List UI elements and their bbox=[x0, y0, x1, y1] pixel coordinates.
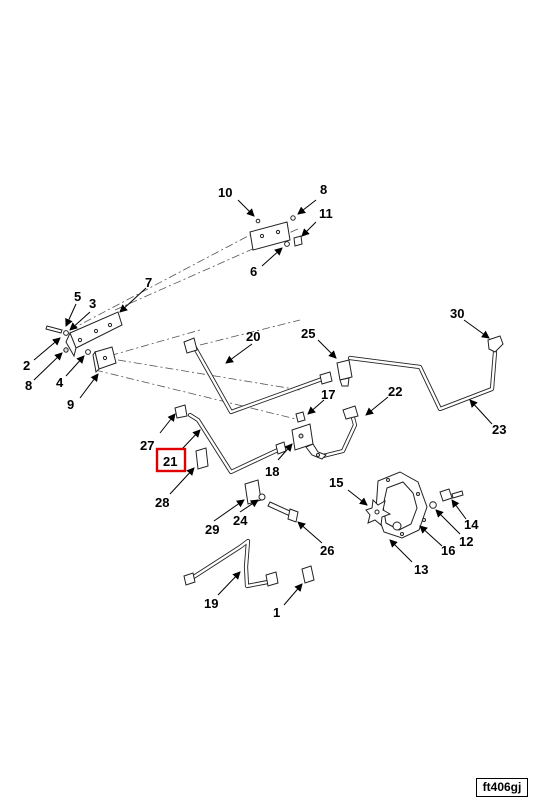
callout-5: 5 bbox=[74, 289, 81, 304]
brake-tube-20 bbox=[183, 337, 333, 415]
callout-3: 3 bbox=[89, 296, 96, 311]
callout-18: 18 bbox=[265, 464, 279, 479]
callout-10: 10 bbox=[218, 185, 232, 200]
callout-26: 26 bbox=[320, 543, 334, 558]
callout-8-left: 8 bbox=[25, 378, 32, 393]
bolt-26 bbox=[267, 501, 299, 523]
callout-14: 14 bbox=[464, 517, 479, 532]
callout-12: 12 bbox=[459, 534, 473, 549]
callout-29: 29 bbox=[205, 522, 219, 537]
elbow-fitting-30 bbox=[487, 335, 504, 353]
callout-13: 13 bbox=[414, 562, 428, 577]
star-gasket-15 bbox=[365, 498, 392, 526]
block-29 bbox=[244, 479, 262, 505]
brake-tube-22 bbox=[320, 405, 359, 459]
figure-id-label: ft406gj bbox=[476, 778, 528, 797]
callout-17: 17 bbox=[321, 387, 335, 402]
washers-12-13 bbox=[392, 501, 437, 531]
callout-labels: 10 8 11 6 7 5 3 2 8 4 9 20 25 30 22 23 1… bbox=[23, 182, 506, 620]
leader-lines bbox=[33, 199, 493, 606]
callout-16: 16 bbox=[441, 543, 455, 558]
bracket-hardware bbox=[45, 325, 91, 355]
bolt-14 bbox=[439, 488, 464, 502]
brake-tube-23 bbox=[347, 349, 498, 412]
callout-28: 28 bbox=[155, 495, 169, 510]
callout-23: 23 bbox=[492, 422, 506, 437]
nut-17 bbox=[295, 411, 306, 423]
brake-tube-21 bbox=[174, 404, 287, 475]
junction-bracket-18 bbox=[291, 423, 327, 460]
callout-19: 19 bbox=[204, 596, 218, 611]
brake-tube-19 bbox=[183, 538, 279, 589]
callout-4: 4 bbox=[56, 375, 64, 390]
tee-fitting-25 bbox=[336, 359, 353, 387]
callout-30: 30 bbox=[450, 306, 464, 321]
washer-24 bbox=[258, 493, 266, 501]
plate-hardware bbox=[255, 215, 303, 247]
callout-2: 2 bbox=[23, 358, 30, 373]
ring-16 bbox=[375, 471, 428, 539]
callout-22: 22 bbox=[388, 384, 402, 399]
callout-9: 9 bbox=[67, 397, 74, 412]
clip-28 bbox=[195, 447, 209, 470]
callout-6: 6 bbox=[250, 264, 257, 279]
valve-block bbox=[92, 346, 117, 374]
callout-15: 15 bbox=[329, 475, 343, 490]
callout-1: 1 bbox=[273, 605, 280, 620]
callout-27: 27 bbox=[140, 438, 154, 453]
bracket bbox=[65, 311, 123, 358]
callout-7: 7 bbox=[145, 275, 152, 290]
callout-21-highlight bbox=[155, 447, 187, 473]
fitting-1 bbox=[301, 565, 315, 584]
callout-20: 20 bbox=[246, 329, 260, 344]
callout-8-top: 8 bbox=[320, 182, 327, 197]
callout-21: 21 bbox=[163, 454, 177, 469]
callout-25: 25 bbox=[301, 326, 315, 341]
mounting-plate bbox=[249, 221, 291, 251]
callout-11: 11 bbox=[319, 206, 333, 221]
callout-24: 24 bbox=[233, 513, 248, 528]
